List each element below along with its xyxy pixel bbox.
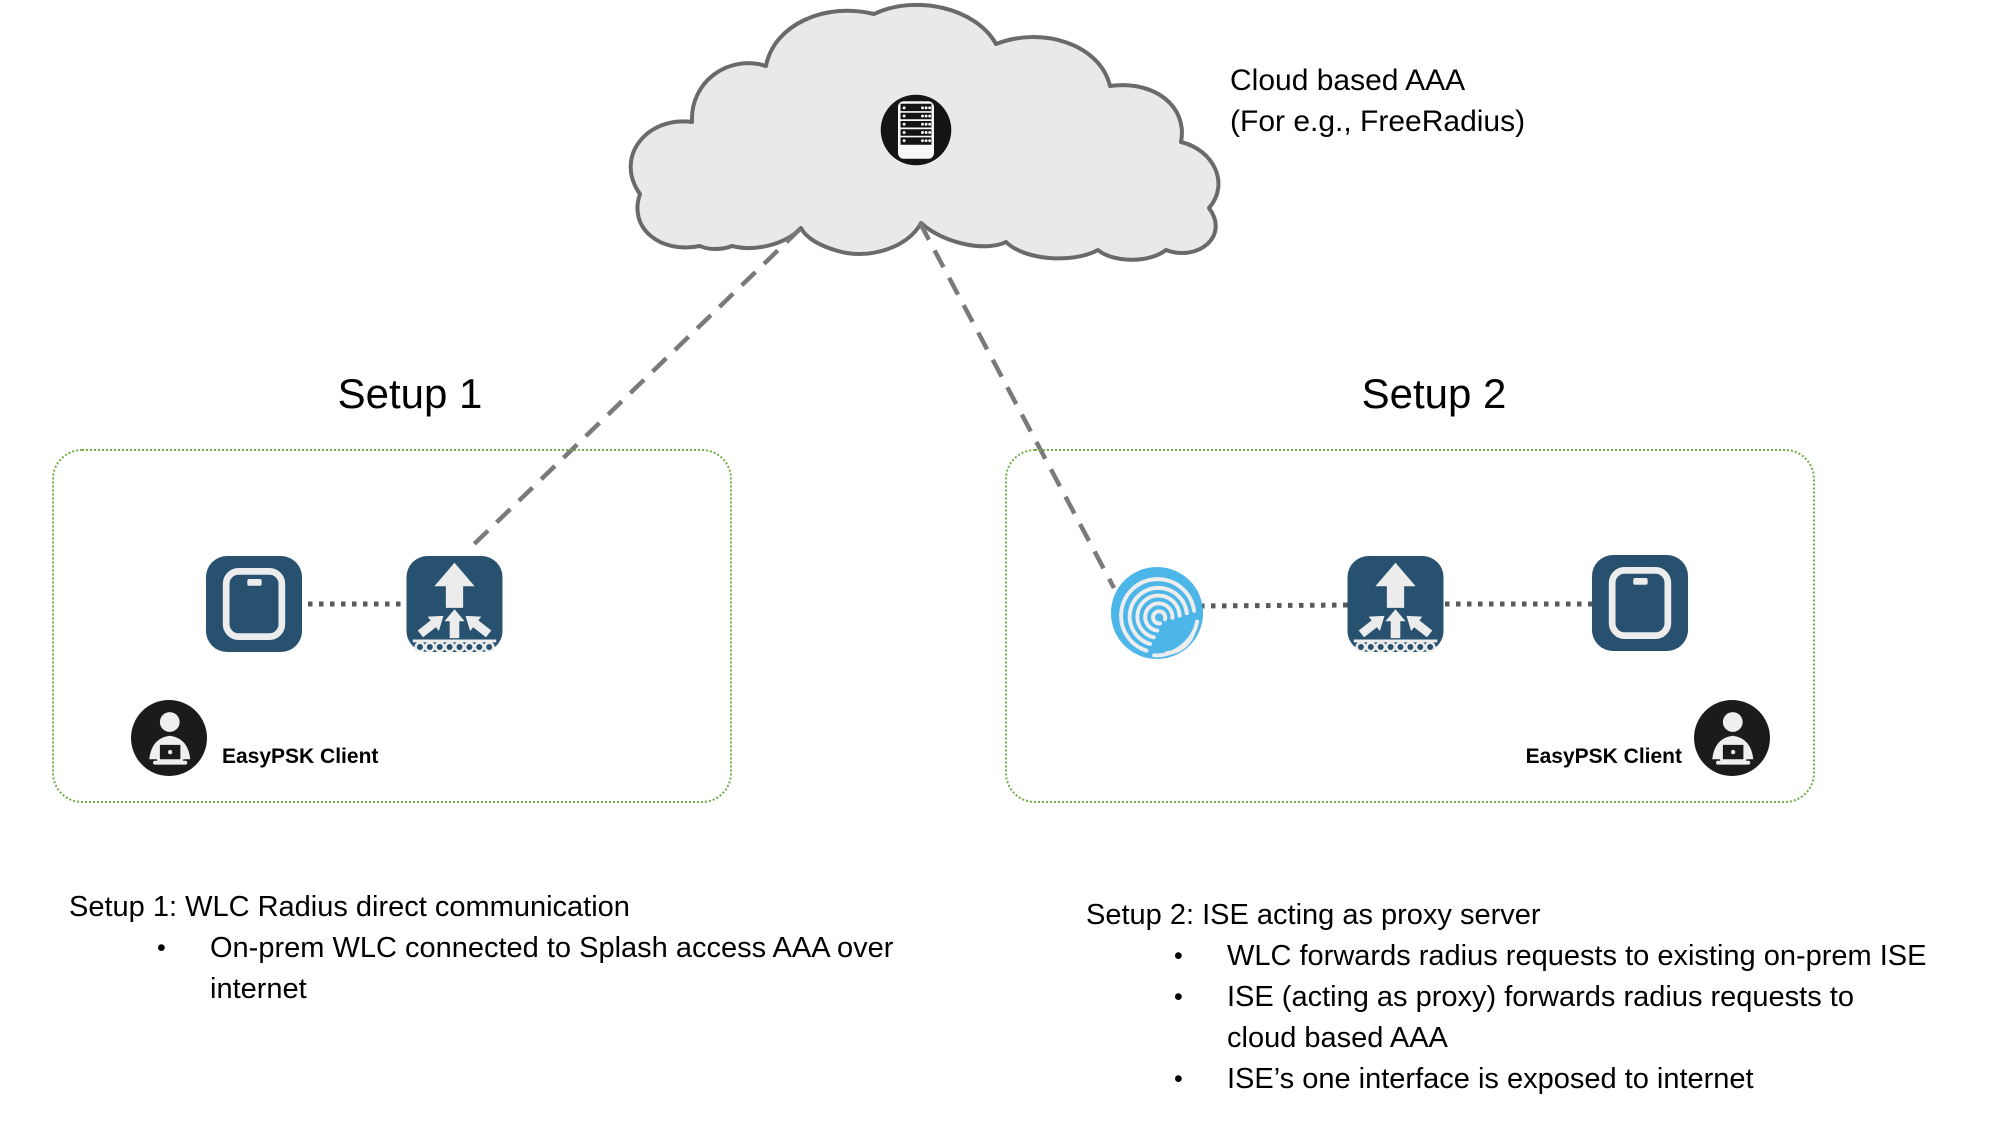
list-item-text: ISE (acting as proxy) forwards radius re… [1227, 977, 1854, 1059]
list-item: • WLC forwards radius requests to existi… [1086, 936, 1927, 977]
list-item-line: On-prem WLC connected to Splash access A… [210, 932, 894, 964]
cloud-label-line2: (For e.g., FreeRadius) [1230, 105, 1526, 138]
list-item: • On-prem WLC connected to Splash access… [69, 928, 893, 1010]
setup1-notes: Setup 1: WLC Radius direct communication… [69, 887, 893, 1010]
dotted-link-ise-wlc2 [1199, 602, 1353, 609]
bullet-marker: • [1174, 983, 1183, 1011]
ise-fingerprint-icon [1110, 566, 1204, 660]
cloud-label-line1: Cloud based AAA [1230, 64, 1466, 97]
list-item: • ISE (acting as proxy) forwards radius … [1086, 977, 1927, 1059]
list-item-line: internet [210, 973, 307, 1005]
bullet-marker: • [1174, 1065, 1183, 1093]
dashed-link-cloud-to-wlc1 [465, 227, 802, 553]
bullet-marker: • [157, 934, 166, 962]
setup1-notes-heading: Setup 1: WLC Radius direct communication [69, 891, 630, 923]
list-item: • ISE’s one interface is exposed to inte… [1086, 1059, 1927, 1100]
setup2-client-label: EasyPSK Client [1525, 745, 1682, 768]
setup2-title: Setup 2 [1361, 370, 1507, 417]
setup1-zone [52, 449, 732, 803]
setup2-zone [1005, 449, 1815, 803]
list-item-text: On-prem WLC connected to Splash access A… [210, 928, 893, 1010]
setup1-title: Setup 1 [337, 370, 483, 417]
access-point-icon [1592, 555, 1688, 651]
person-laptop-icon [1694, 700, 1770, 776]
list-item-line: ISE’s one interface is exposed to intern… [1227, 1063, 1754, 1095]
setup1-client-label: EasyPSK Client [222, 745, 379, 768]
setup2-notes: Setup 2: ISE acting as proxy server • WL… [1086, 895, 1927, 1100]
wlc-icon [406, 556, 503, 652]
wlc-icon [1347, 556, 1444, 652]
list-item-line: WLC forwards radius requests to existing… [1227, 940, 1927, 972]
access-point-icon [206, 556, 302, 652]
list-item-text: WLC forwards radius requests to existing… [1227, 936, 1927, 977]
dashed-link-cloud-to-ise [918, 221, 1116, 590]
list-item-line: ISE (acting as proxy) forwards radius re… [1227, 981, 1854, 1013]
setup2-notes-heading: Setup 2: ISE acting as proxy server [1086, 899, 1541, 931]
person-laptop-icon [131, 700, 207, 776]
server-rack-icon [880, 94, 952, 166]
list-item-text: ISE’s one interface is exposed to intern… [1227, 1059, 1754, 1100]
list-item-line: cloud based AAA [1227, 1022, 1448, 1054]
bullet-marker: • [1174, 942, 1183, 970]
cloud-label: Cloud based AAA (For e.g., FreeRadius) [1230, 60, 1525, 142]
